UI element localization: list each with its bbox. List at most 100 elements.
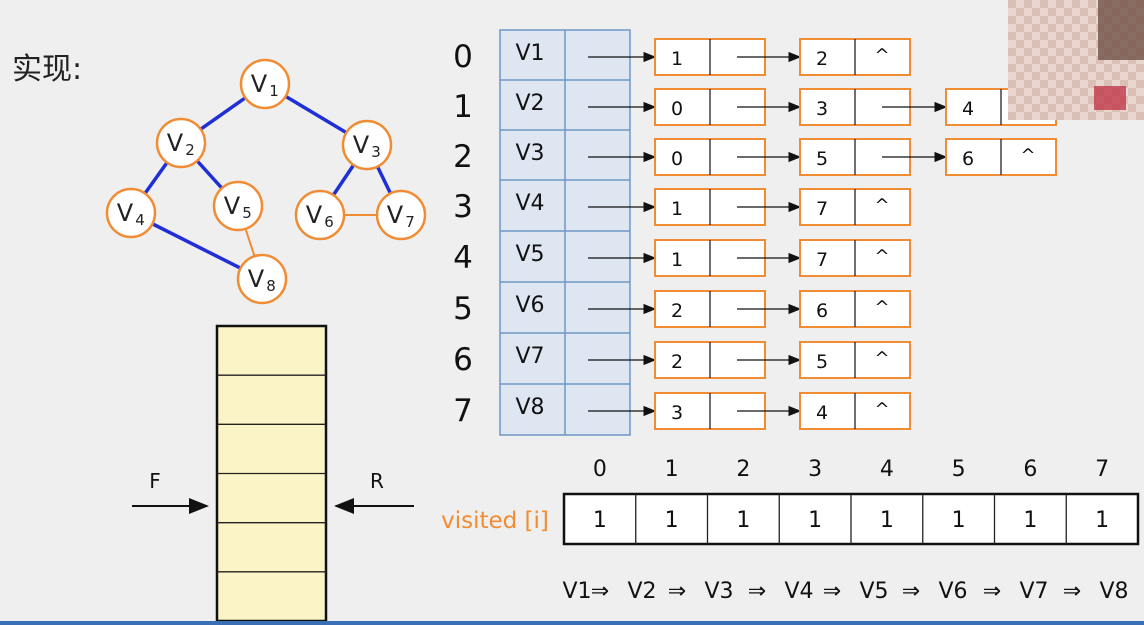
adjacency-row-index: 7 [453,393,473,429]
visited-value: 1 [880,508,894,533]
visited-index: 3 [808,457,822,482]
queue-front-label: F [149,469,161,493]
graph-node-label: V [387,201,404,229]
adjacency-row-index: 2 [453,139,473,175]
vertex-name: V3 [515,141,544,166]
visited-index: 6 [1023,457,1037,482]
adjacency-row-index: 5 [453,291,473,327]
visited-index: 5 [952,457,966,482]
visited-value: 1 [952,508,966,533]
graph-node-subscript: 4 [135,211,145,229]
adjacency-row-index: 0 [453,39,473,75]
adjacency-row-index: 4 [453,240,473,276]
adjacency-neighbor-index: 1 [671,249,683,271]
null-pointer-symbol: ^ [874,246,889,267]
adjacency-neighbor-index: 2 [671,351,683,373]
traversal-arrow: ⇒ [902,579,920,604]
graph-node-v4 [105,187,157,239]
webcam-blur-region [1094,86,1126,110]
graph-node-v2 [155,117,207,169]
null-pointer-symbol: ^ [874,297,889,318]
graph-node-v1 [239,58,291,110]
visited-value: 1 [1095,508,1109,533]
adjacency-neighbor-index: 6 [962,148,974,170]
null-pointer-symbol: ^ [874,348,889,369]
adjacency-row-index: 3 [453,189,473,225]
vertex-name: V1 [515,41,544,66]
vertex-name: V7 [515,344,544,369]
visited-value: 1 [665,508,679,533]
graph-node-label: V [117,199,134,227]
traversal-vertex: V8 [1099,579,1128,604]
traversal-vertex: V4 [784,579,813,604]
adjacency-neighbor-index: 7 [816,198,828,220]
adjacency-neighbor-index: 4 [816,402,828,424]
page-title: 实现: [12,52,83,87]
vertex-name: V4 [515,191,544,216]
adjacency-neighbor-index: 5 [816,148,828,170]
traversal-vertex: V5 [859,579,888,604]
graph-node-subscript: 6 [324,213,334,231]
traversal-vertex: V2 [627,579,656,604]
graph-node-subscript: 2 [185,141,195,159]
graph-node-v5 [212,180,264,232]
webcam-blur-region [1098,0,1144,60]
graph-node-v6 [294,189,346,241]
adjacency-neighbor-index: 5 [816,351,828,373]
traversal-arrow: ⇒ [1063,579,1081,604]
vertex-name: V6 [515,293,544,318]
visited-value: 1 [1023,508,1037,533]
null-pointer-symbol: ^ [874,45,889,66]
adjacency-neighbor-index: 0 [671,98,683,120]
null-pointer-symbol: ^ [874,399,889,420]
graph-node-subscript: 1 [269,82,279,100]
visited-value: 1 [808,508,822,533]
graph-node-label: V [353,131,370,159]
graph-node-v7 [375,189,427,241]
graph-node-subscript: 7 [405,213,415,231]
traversal-arrow: ⇒ [748,579,766,604]
graph-node-v8 [236,253,288,305]
webcam-overlay [1008,0,1144,120]
graph-node-subscript: 3 [371,143,381,161]
adjacency-neighbor-index: 4 [962,98,974,120]
traversal-arrow: ⇒ [591,579,609,604]
visited-value: 1 [593,508,607,533]
traversal-vertex: V1 [562,579,591,604]
visited-label: visited [i] [441,508,549,534]
vertex-name: V8 [515,395,544,420]
bottom-divider [0,621,1144,625]
traversal-arrow: ⇒ [983,579,1001,604]
traversal-vertex: V7 [1019,579,1048,604]
graph-node-label: V [251,70,268,98]
adjacency-row-index: 1 [453,89,473,125]
adjacency-neighbor-index: 2 [671,300,683,322]
queue-rear-label: R [370,469,384,493]
vertex-name: V5 [515,242,544,267]
graph-node-subscript: 5 [242,204,252,222]
graph-node-label: V [306,201,323,229]
adjacency-neighbor-index: 2 [816,48,828,70]
null-pointer-symbol: ^ [1020,145,1035,166]
visited-value: 1 [736,508,750,533]
graph-node-v3 [341,119,393,171]
traversal-vertex: V3 [704,579,733,604]
visited-index: 7 [1095,457,1109,482]
visited-index: 1 [665,457,679,482]
visited-index: 0 [593,457,607,482]
adjacency-neighbor-index: 1 [671,48,683,70]
adjacency-neighbor-index: 0 [671,148,683,170]
traversal-arrow: ⇒ [823,579,841,604]
traversal-vertex: V6 [938,579,967,604]
adjacency-neighbor-index: 7 [816,249,828,271]
vertex-name: V2 [515,91,544,116]
graph-node-subscript: 8 [266,277,276,295]
graph-node-label: V [224,192,241,220]
graph-node-label: V [248,265,265,293]
adjacency-neighbor-index: 6 [816,300,828,322]
null-pointer-symbol: ^ [874,195,889,216]
visited-index: 4 [880,457,894,482]
visited-index: 2 [736,457,750,482]
